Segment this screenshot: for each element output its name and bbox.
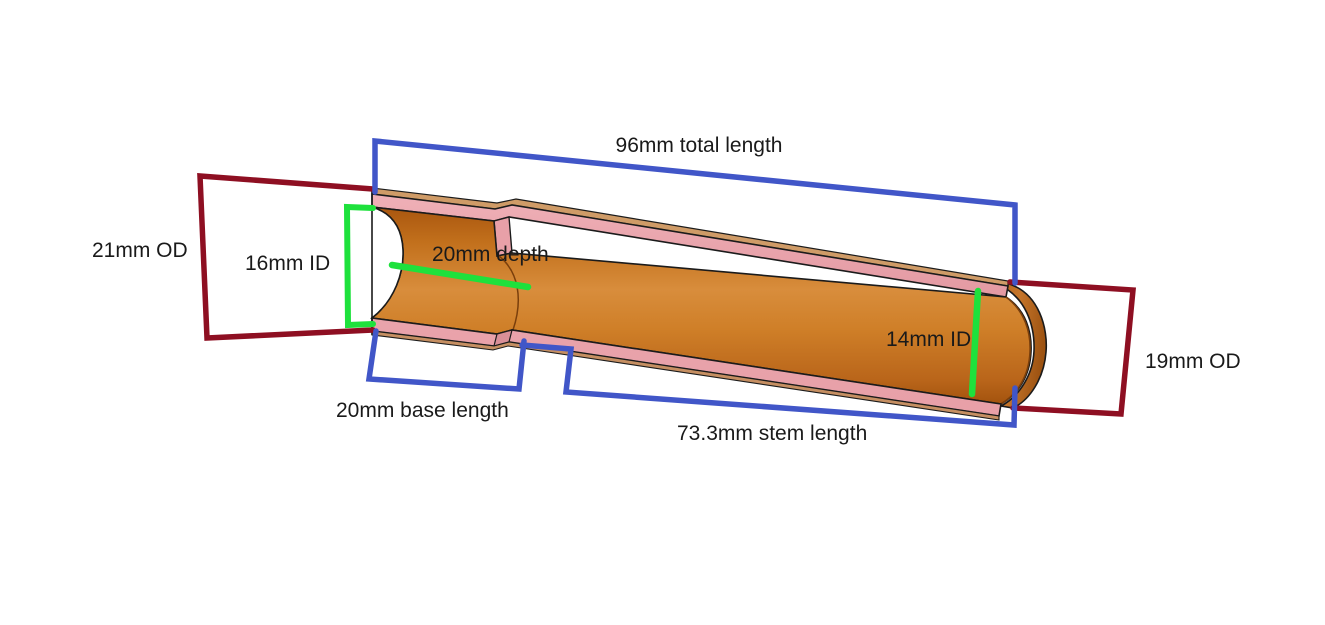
label-od-right: 19mm OD xyxy=(1145,350,1241,373)
bracket-od-left xyxy=(197,173,376,341)
bracket-stem-length xyxy=(519,342,1018,428)
pipe-solid-body xyxy=(370,187,1048,421)
pipe-bottom-sliver xyxy=(371,330,1000,421)
label-od-left: 21mm OD xyxy=(92,239,188,262)
bracket-od-right xyxy=(1007,279,1137,417)
label-id-right: 14mm ID xyxy=(886,328,971,351)
bracket-total-length xyxy=(372,137,1018,286)
label-total-length: 96mm total length xyxy=(616,134,783,157)
label-stem-length: 73.3mm stem length xyxy=(677,422,867,445)
label-depth: 20mm depth xyxy=(432,243,549,266)
label-base-length: 20mm base length xyxy=(336,399,509,422)
label-id-left: 16mm ID xyxy=(245,252,330,275)
pipe-left-open-bore xyxy=(371,205,404,320)
bracket-base-length xyxy=(365,328,527,392)
measure-depth-line xyxy=(388,261,532,291)
bracket-id-left xyxy=(343,203,376,329)
measure-id-right-line xyxy=(968,287,982,398)
